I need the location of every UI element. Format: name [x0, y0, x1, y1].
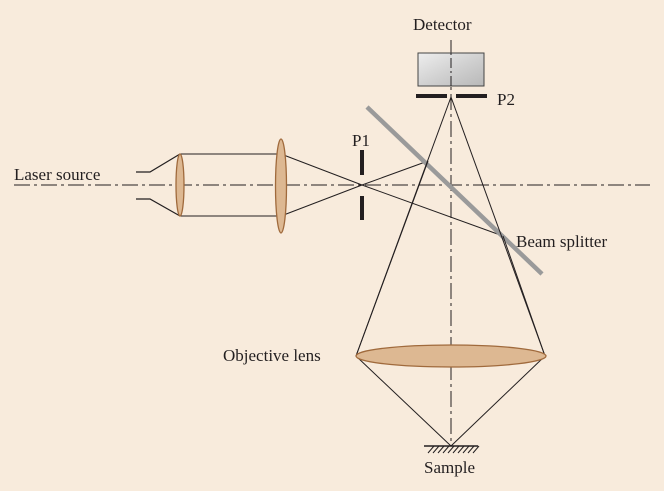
- beam-splitter-label: Beam splitter: [516, 232, 608, 251]
- objective-to-sample-rays: [355, 355, 546, 447]
- laser-source-label: Laser source: [14, 165, 101, 184]
- collimator-lens-2: [274, 138, 288, 234]
- sample: [424, 445, 480, 454]
- sample-label: Sample: [424, 458, 475, 477]
- p1-label: P1: [352, 131, 370, 150]
- objective-lens-label: Objective lens: [223, 346, 321, 365]
- beam-splitter: [365, 105, 544, 276]
- collimator-lens-1: [175, 153, 185, 217]
- laser-source: [136, 153, 181, 217]
- detector-return-rays: [355, 96, 546, 357]
- p2-label: P2: [497, 90, 515, 109]
- objective-lens: [355, 344, 547, 368]
- beam-expander-rays: [180, 153, 363, 217]
- pinhole-to-splitter-rays: [361, 160, 504, 237]
- detector-label: Detector: [413, 15, 472, 34]
